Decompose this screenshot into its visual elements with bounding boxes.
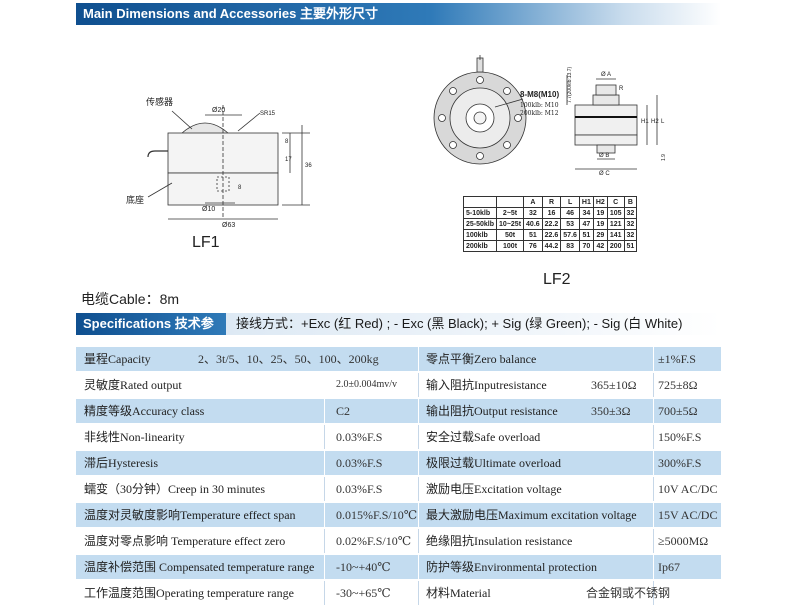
spec-row: 非线性Non-linearity 0.03%F.S 安全过载Safe overl… <box>76 425 721 449</box>
spec-label: 激励电压Excitation voltage <box>426 482 562 496</box>
spec-value: 15V AC/DC <box>658 508 718 522</box>
lf2-dim-vertical: 7.7(200klb:13.7) <box>567 67 573 103</box>
spec-label: 工作温度范围Operating temperature range <box>84 586 294 600</box>
lf1-dim-top: Ø20 <box>212 107 225 114</box>
spec-row: 灵敏度Rated output 2.0±0.004mv/v 输入阻抗Inputr… <box>76 373 721 397</box>
spec-value: C2 <box>336 404 351 418</box>
lf1-drawing: 传感器 底座 Ø20 SR15 8 17 36 8 Ø10 Ø63 <box>126 96 312 229</box>
lf2-dim-L: L <box>661 119 665 125</box>
lf1-dim-8: 8 <box>285 139 289 145</box>
spec-value: 365±10Ω <box>591 378 637 392</box>
lf2-dim-phiB: Ø B <box>599 153 609 159</box>
spec-label: 滞后Hysteresis <box>84 456 158 470</box>
spec-label: 非线性Non-linearity <box>84 430 185 444</box>
spec-value: -10~+40℃ <box>336 560 391 574</box>
spec-label: 精度等级Accuracy class <box>84 404 205 418</box>
lf2-dim-phiC: Ø C <box>599 171 610 177</box>
lf2-dim-phiA: Ø A <box>601 72 611 78</box>
lf1-base-label: 底座 <box>126 194 144 206</box>
lf2-bolt-label: 8-M8(M10) <box>520 90 559 99</box>
spec-row: 温度对零点影响 Temperature effect zero 0.02%F.S… <box>76 529 721 553</box>
spec-label: 防护等级Environmental protection <box>426 560 597 574</box>
spec-label: 输入阻抗Inputresistance <box>426 378 547 392</box>
spec-value: 700±5Ω <box>658 404 698 418</box>
spec-label: 灵敏度Rated output <box>84 378 182 392</box>
section-header-specs: Specifications 技术参数 <box>76 313 226 353</box>
wiring-bar <box>226 313 721 335</box>
lf1-dim-phi63: Ø63 <box>222 222 235 229</box>
lf2-name: LF2 <box>543 271 571 288</box>
spec-value: 300%F.S <box>658 456 702 470</box>
spec-value: 0.03%F.S <box>336 430 383 444</box>
spec-label: 温度对灵敏度影响Temperature effect span <box>84 508 296 522</box>
spec-label: 蠕变（30分钟）Creep in 30 minutes <box>84 482 265 496</box>
spec-label: 温度补偿范围 Compensated temperature range <box>84 560 315 574</box>
lf1-dim-17: 17 <box>285 157 292 163</box>
spec-label: 温度对零点影响 Temperature effect zero <box>84 534 286 548</box>
lf1-sensor-label: 传感器 <box>146 96 173 108</box>
lf1-dim-36: 36 <box>305 163 312 169</box>
dim-table-header: A R L H1 H2 C B <box>462 196 638 208</box>
lf1-dim-8b: 8 <box>238 185 242 191</box>
lf2-dim-H2: H2 <box>651 119 659 125</box>
spec-value: 0.03%F.S <box>336 456 383 470</box>
wiring-text: 接线方式：+Exc (红 Red) ; - Exc (黑 Black); + S… <box>236 316 683 331</box>
spec-label: 量程Capacity <box>84 352 151 366</box>
section-header-dimensions: Main Dimensions and Accessories 主要外形尺寸 <box>76 3 721 25</box>
lf2-bolt-note-2: 200klb: M12 <box>520 110 559 117</box>
spec-value: ≥5000MΩ <box>658 534 709 548</box>
spec-label: 零点平衡Zero balance <box>426 352 537 366</box>
spec-value: Ip67 <box>658 560 680 574</box>
cable-length: 电缆Cable：8m <box>81 291 180 307</box>
spec-label: 安全过载Safe overload <box>426 430 541 444</box>
spec-row: 量程Capacity 2、3t/5、10、25、50、100、200kg 零点平… <box>76 347 721 371</box>
spec-label: 材料Material <box>426 586 491 600</box>
lf1-dim-phi10: Ø10 <box>202 206 215 213</box>
spec-value: 2、3t/5、10、25、50、100、200kg <box>198 352 379 366</box>
spec-label: 绝缘阻抗Insulation resistance <box>426 534 573 548</box>
spec-value: 725±8Ω <box>658 378 698 392</box>
spec-row: 温度补偿范围 Compensated temperature range -10… <box>76 555 721 579</box>
lf1-name: LF1 <box>192 234 220 251</box>
spec-value: 0.015%F.S/10℃ <box>336 508 418 522</box>
spec-label: 最大激励电压Maximum excitation voltage <box>426 508 637 522</box>
spec-label: 输出阻抗Output resistance <box>426 404 558 418</box>
spec-value: 150%F.S <box>658 430 702 444</box>
spec-value: 10V AC/DC <box>658 482 718 496</box>
section-title-dimensions: Main Dimensions and Accessories 主要外形尺寸 <box>83 6 378 21</box>
lf2-dim-R: R <box>619 86 624 92</box>
spec-value: 350±3Ω <box>591 404 631 418</box>
spec-value: ±1%F.S <box>658 352 696 366</box>
spec-value: -30~+65℃ <box>336 586 391 600</box>
lf1-dim-sr: SR15 <box>260 111 276 117</box>
spec-label: 极限过载Ultimate overload <box>426 456 561 470</box>
spec-row: 工作温度范围Operating temperature range -30~+6… <box>76 581 721 605</box>
spec-row: 滞后Hysteresis 0.03%F.S 极限过载Ultimate overl… <box>76 451 721 475</box>
spec-row: 精度等级Accuracy class C2 输出阻抗Output resista… <box>76 399 721 423</box>
lf2-bolt-note-1: 100klb: M10 <box>520 102 559 109</box>
lf2-drawing: 8-M8(M10) 100klb: M10 200klb: M12 7.7(20… <box>433 55 667 177</box>
spec-value: 0.02%F.S/10℃ <box>336 534 412 548</box>
spec-value: 0.03%F.S <box>336 482 383 496</box>
spec-value: 2.0±0.004mv/v <box>336 379 398 390</box>
lf2-dim-1: 1.9 <box>661 154 667 161</box>
spec-row: 蠕变（30分钟）Creep in 30 minutes 0.03%F.S 激励电… <box>76 477 721 501</box>
spec-value: 合金钢或不锈钢 <box>586 586 671 600</box>
lf2-dim-H1: H1 <box>641 119 649 125</box>
spec-row: 温度对灵敏度影响Temperature effect span 0.015%F.… <box>76 503 721 527</box>
